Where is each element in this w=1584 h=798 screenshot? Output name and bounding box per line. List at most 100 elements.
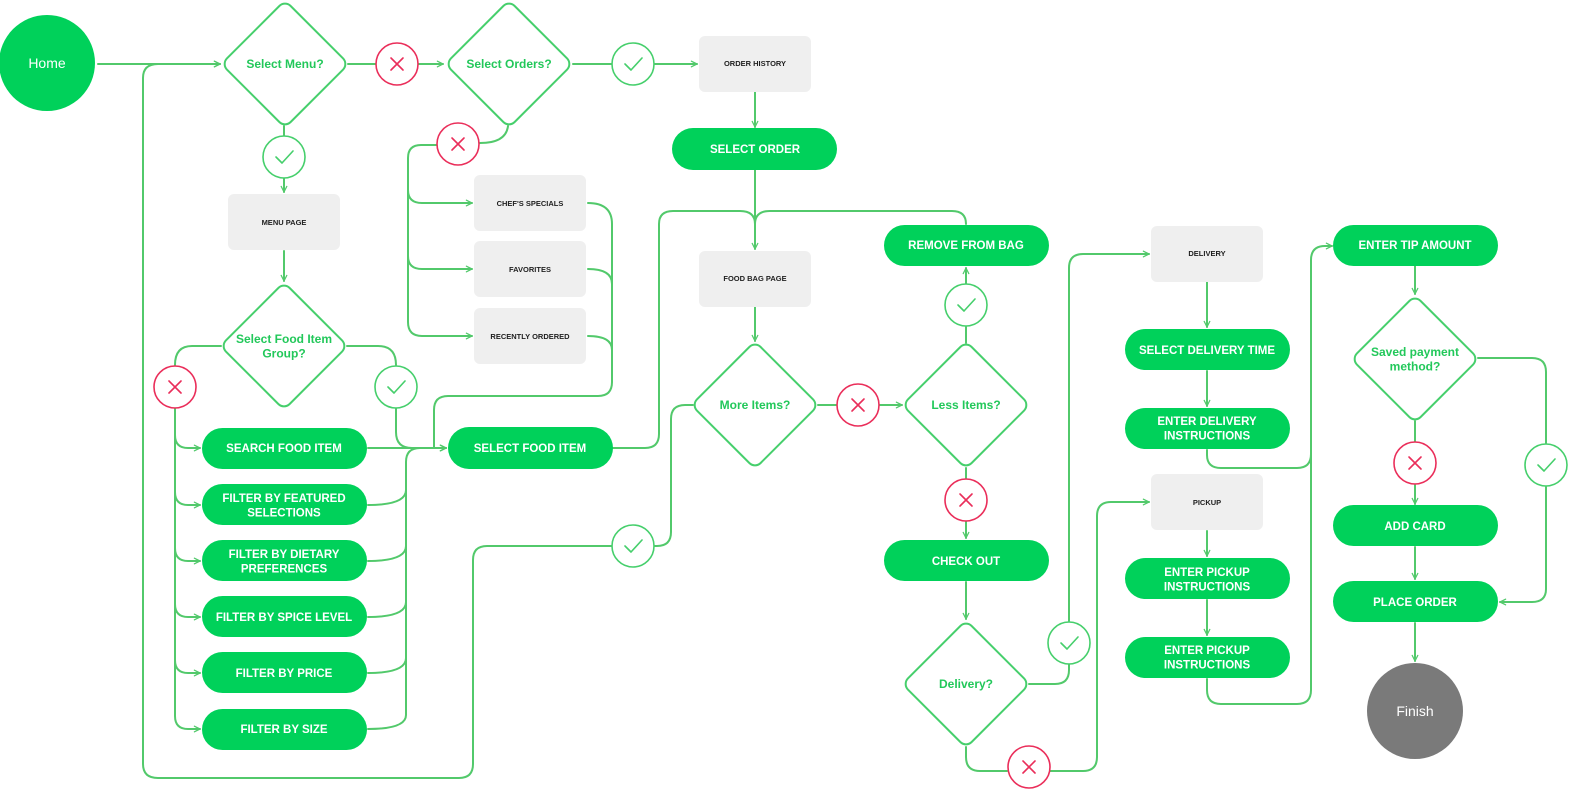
decision-label: Less Items? bbox=[931, 398, 1000, 412]
edge-filter-spice-merge bbox=[367, 601, 407, 618]
page-label: CHEF'S SPECIALS bbox=[497, 199, 564, 208]
edge-chefs-specials-merge bbox=[587, 202, 613, 383]
cross-circle-icon bbox=[1007, 745, 1051, 789]
decision-label: More Items? bbox=[720, 398, 791, 412]
label-line: PLACE ORDER bbox=[1373, 597, 1457, 609]
action-label: FILTER BY SPICE LEVEL bbox=[216, 612, 352, 624]
decision-label: Delivery? bbox=[939, 677, 993, 691]
edge-group-no bbox=[174, 345, 222, 366]
edge-no-to-orders-lists bbox=[407, 144, 473, 340]
label-line: Select Orders? bbox=[466, 57, 551, 71]
action-remove-from-bag: REMOVE FROM BAG bbox=[884, 225, 1049, 266]
action-check-out: CHECK OUT bbox=[884, 540, 1049, 581]
edge-to-filter-dietary bbox=[174, 547, 201, 565]
action-label: ENTER DELIVERY INSTRUCTIONS bbox=[1157, 416, 1257, 443]
action-add-card: ADD CARD bbox=[1333, 505, 1498, 546]
check-circle-icon bbox=[262, 135, 306, 179]
label-line: method? bbox=[1390, 359, 1441, 373]
terminal-home: Home bbox=[0, 15, 95, 111]
edge-to-filter-featured bbox=[174, 491, 201, 509]
edge-to-chefs-specials bbox=[407, 189, 473, 207]
edge-group-yes-to-select-food-item bbox=[395, 407, 447, 452]
action-enter-pickup-instructions-1: ENTER PICKUP INSTRUCTIONS bbox=[1125, 558, 1290, 599]
page-label: FAVORITES bbox=[509, 265, 551, 274]
page-pickup: PICKUP bbox=[1151, 474, 1263, 530]
label-line: INSTRUCTIONS bbox=[1164, 430, 1251, 442]
action-search-food-item: SEARCH FOOD ITEM bbox=[202, 428, 367, 469]
label-line: Group? bbox=[262, 346, 305, 360]
label-line: CHECK OUT bbox=[932, 556, 1000, 568]
label-line: Select Food Item bbox=[236, 332, 332, 346]
action-label: ENTER PICKUP INSTRUCTIONS bbox=[1164, 567, 1251, 594]
action-label: ADD CARD bbox=[1384, 521, 1445, 533]
action-label: SELECT DELIVERY TIME bbox=[1139, 345, 1275, 357]
edge-filters-merge bbox=[367, 447, 421, 730]
label-line: SELECT ORDER bbox=[710, 144, 801, 156]
check-circle-icon bbox=[611, 524, 655, 568]
action-label: SEARCH FOOD ITEM bbox=[226, 443, 342, 455]
label-line: ENTER DELIVERY bbox=[1157, 416, 1257, 428]
cross-circle-icon bbox=[375, 42, 419, 86]
label-line: ENTER PICKUP bbox=[1164, 567, 1250, 579]
edge-delivery-instructions-to-tip bbox=[1206, 242, 1333, 469]
decision-label: Select Orders? bbox=[466, 57, 551, 71]
page-order-history: ORDER HISTORY bbox=[699, 36, 811, 92]
action-label: REMOVE FROM BAG bbox=[908, 240, 1024, 252]
action-filter-price: FILTER BY PRICE bbox=[202, 652, 367, 693]
label-line: FILTER BY SPICE LEVEL bbox=[216, 612, 352, 624]
check-circle-icon bbox=[1047, 621, 1091, 665]
edge-select-food-item-to-food-bag bbox=[611, 210, 756, 449]
connectors bbox=[97, 60, 1547, 779]
action-label: CHECK OUT bbox=[932, 556, 1000, 568]
check-circle-icon bbox=[944, 283, 988, 327]
page-label: FOOD BAG PAGE bbox=[723, 274, 786, 283]
page-food-bag: FOOD BAG PAGE bbox=[699, 251, 811, 307]
edge-filter-featured-merge bbox=[367, 489, 407, 506]
edge-select-orders-no bbox=[479, 125, 509, 144]
cross-circle-icon bbox=[836, 383, 880, 427]
action-label: FILTER BY SIZE bbox=[240, 724, 327, 736]
label-line: Select Menu? bbox=[246, 57, 323, 71]
page-label: PICKUP bbox=[1193, 498, 1221, 507]
edge-group-yes bbox=[346, 345, 397, 366]
page-recently-ordered: RECENTLY ORDERED bbox=[474, 308, 586, 364]
label-line: INSTRUCTIONS bbox=[1164, 581, 1251, 593]
edge-yes-to-delivery-page bbox=[1068, 250, 1150, 622]
action-label: SELECT ORDER bbox=[710, 144, 801, 156]
page-label: MENU PAGE bbox=[262, 218, 307, 227]
edge-pickup-instructions-to-tip bbox=[1206, 453, 1312, 705]
edge-filter-price-merge bbox=[367, 657, 407, 674]
check-circle-icon bbox=[374, 365, 418, 409]
edge-delivery-yes bbox=[1028, 663, 1070, 685]
label-line: FILTER BY SIZE bbox=[240, 724, 327, 736]
label-line: FILTER BY DIETARY bbox=[229, 549, 340, 561]
edge-saved-payment-yes bbox=[1477, 357, 1547, 444]
edge-favorites-merge bbox=[587, 268, 613, 285]
cross-circle-icon bbox=[944, 478, 988, 522]
decision-more-items: More Items? bbox=[693, 343, 817, 467]
action-place-order: PLACE ORDER bbox=[1333, 581, 1498, 622]
label-line: Less Items? bbox=[931, 398, 1000, 412]
edge-to-search-food-item bbox=[174, 434, 201, 452]
page-favorites: FAVORITES bbox=[474, 241, 586, 297]
label-line: ADD CARD bbox=[1384, 521, 1445, 533]
label-line: SELECTIONS bbox=[247, 507, 321, 519]
edge-recently-ordered-merge bbox=[587, 335, 613, 351]
cross-circle-icon bbox=[153, 365, 197, 409]
label-line: Delivery? bbox=[939, 677, 993, 691]
edge-remove-to-food-bag bbox=[754, 210, 967, 225]
page-label: DELIVERY bbox=[1188, 249, 1225, 258]
home-label: Home bbox=[28, 55, 66, 71]
edge-more-items-yes bbox=[654, 404, 694, 547]
action-select-order: SELECT ORDER bbox=[672, 128, 837, 170]
edge-to-filter-spice bbox=[174, 603, 201, 621]
edge-yes-to-place-order bbox=[1499, 486, 1547, 606]
label-line: FILTER BY PRICE bbox=[236, 668, 333, 680]
decision-select-orders: Select Orders? bbox=[447, 2, 571, 126]
label-line: ENTER TIP AMOUNT bbox=[1358, 240, 1471, 252]
action-filter-spice: FILTER BY SPICE LEVEL bbox=[202, 596, 367, 637]
